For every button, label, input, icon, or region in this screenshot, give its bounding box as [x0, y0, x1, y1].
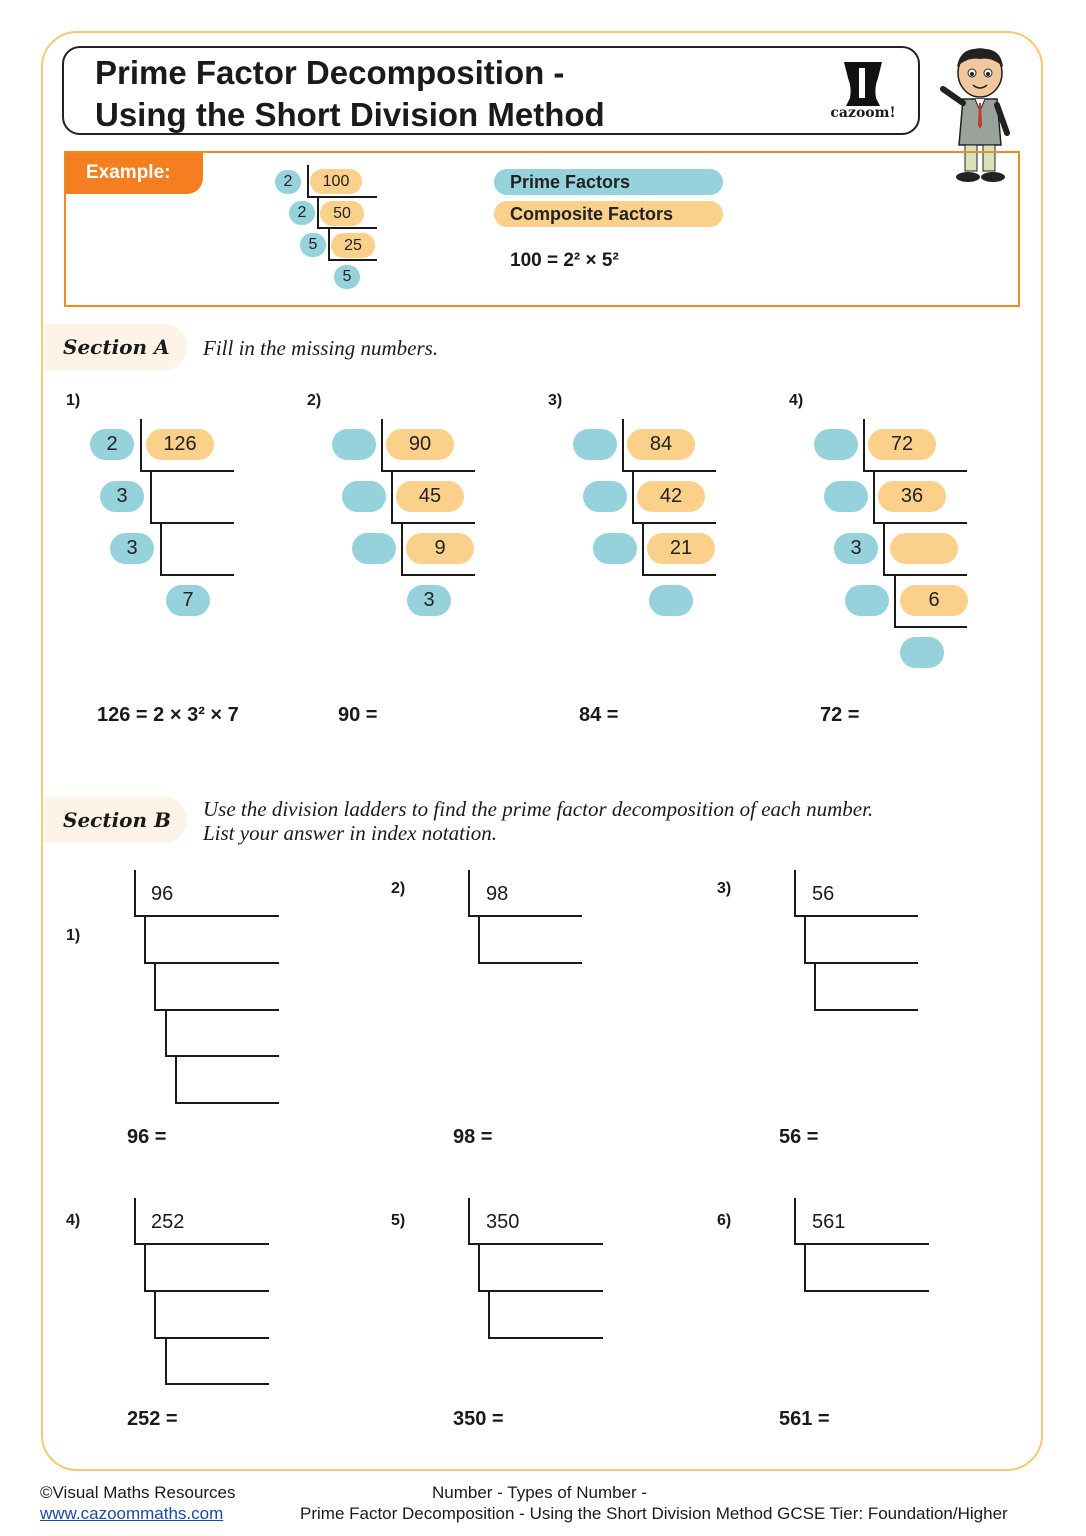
- divisor-cell[interactable]: [352, 533, 396, 564]
- ladder-top-number: 561: [812, 1211, 846, 1233]
- ladder-top-number: 350: [486, 1211, 520, 1233]
- answer-line: 350 =: [453, 1408, 504, 1430]
- title-line-1: Prime Factor Decomposition -: [95, 54, 565, 91]
- example-divisor: 2: [275, 170, 301, 194]
- dividend-cell: 126: [146, 429, 214, 460]
- copyright: ©Visual Maths Resources: [40, 1483, 236, 1502]
- dividend-cell: 90: [386, 429, 454, 460]
- example-result: 100 = 2² × 5²: [510, 250, 619, 271]
- divisor-cell: 3: [834, 533, 878, 564]
- ladder-top-number: 96: [151, 883, 174, 905]
- section-b-instruction: Use the division ladders to find the pri…: [203, 797, 873, 845]
- cazoom-logo-text: cazoom!: [830, 105, 896, 121]
- divisor-cell[interactable]: [593, 533, 637, 564]
- footer-left: ©Visual Maths Resources www.cazoommaths.…: [40, 1482, 236, 1524]
- final-factor-cell[interactable]: [900, 637, 944, 668]
- answer-line: 561 =: [779, 1408, 830, 1430]
- section-a-label: Section A: [44, 324, 187, 370]
- question-number: 3): [548, 392, 563, 409]
- example-divisor: 2: [289, 201, 315, 225]
- answer-line: 72 =: [820, 704, 860, 726]
- dividend-cell: 72: [868, 429, 936, 460]
- answer-line: 90 =: [338, 704, 378, 726]
- divisor-cell: 3: [110, 533, 154, 564]
- divisor-cell: 2: [90, 429, 134, 460]
- cazoom-logo-icon: [844, 62, 882, 106]
- composite-factors-legend: Composite Factors: [494, 201, 723, 227]
- answer-line: 126 = 2 × 3² × 7: [97, 704, 239, 726]
- question-number: 1): [66, 392, 81, 409]
- ladder-top-number: 252: [151, 1211, 185, 1233]
- question-number: 1): [66, 927, 81, 944]
- section-b-label: Section B: [44, 797, 187, 843]
- example-tab: Example:: [66, 153, 203, 194]
- instruction-line-1: Use the division ladders to find the pri…: [203, 797, 874, 821]
- answer-line: 56 =: [779, 1126, 819, 1148]
- dividend-cell: 6: [900, 585, 968, 616]
- title-box: [62, 46, 920, 135]
- divisor-cell[interactable]: [814, 429, 858, 460]
- dividend-cell: 42: [637, 481, 705, 512]
- dividend-cell: 21: [647, 533, 715, 564]
- page-border: [41, 31, 1043, 1471]
- ladder-top-number: 98: [486, 883, 509, 905]
- example-dividend: 25: [331, 233, 375, 258]
- example-final-factor: 5: [334, 265, 360, 289]
- example-dividend: 100: [310, 169, 362, 194]
- question-number: 6): [717, 1212, 732, 1229]
- dividend-cell[interactable]: [890, 533, 958, 564]
- dividend-cell: 45: [396, 481, 464, 512]
- divisor-cell[interactable]: [332, 429, 376, 460]
- example-box: [64, 151, 1020, 307]
- footer-topic-line-1: Number - Types of Number -: [432, 1483, 648, 1502]
- dividend-cell: 84: [627, 429, 695, 460]
- question-number: 3): [717, 880, 732, 897]
- divisor-cell[interactable]: [342, 481, 386, 512]
- website-link[interactable]: www.cazoommaths.com: [40, 1504, 224, 1523]
- question-number: 4): [66, 1212, 81, 1229]
- answer-line: 98 =: [453, 1126, 493, 1148]
- divisor-cell: 3: [100, 481, 144, 512]
- question-number: 4): [789, 392, 804, 409]
- question-number: 2): [307, 392, 322, 409]
- question-number: 2): [391, 880, 406, 897]
- final-factor-cell[interactable]: [649, 585, 693, 616]
- divisor-cell[interactable]: [583, 481, 627, 512]
- dividend-cell: 36: [878, 481, 946, 512]
- example-divisor: 5: [300, 233, 326, 257]
- instruction-line-2: List your answer in index notation.: [203, 821, 497, 845]
- dividend-cell: 9: [406, 533, 474, 564]
- final-factor-cell: 7: [166, 585, 210, 616]
- ladder-top-number: 56: [812, 883, 835, 905]
- divisor-cell[interactable]: [824, 481, 868, 512]
- divisor-cell[interactable]: [573, 429, 617, 460]
- example-dividend: 50: [320, 201, 364, 226]
- answer-line: 96 =: [127, 1126, 167, 1148]
- section-a-instruction: Fill in the missing numbers.: [203, 336, 439, 360]
- question-number: 5): [391, 1212, 406, 1229]
- title-line-2: Using the Short Division Method: [95, 96, 605, 133]
- page-title: Prime Factor Decomposition - Using the S…: [95, 52, 605, 136]
- answer-line: 84 =: [579, 704, 619, 726]
- prime-factors-legend: Prime Factors: [494, 169, 723, 195]
- divisor-cell[interactable]: [845, 585, 889, 616]
- final-factor-cell: 3: [407, 585, 451, 616]
- boy-mascot-icon: [940, 48, 1010, 182]
- footer-topic-line-2: Prime Factor Decomposition - Using the S…: [300, 1504, 1008, 1523]
- answer-line: 252 =: [127, 1408, 178, 1430]
